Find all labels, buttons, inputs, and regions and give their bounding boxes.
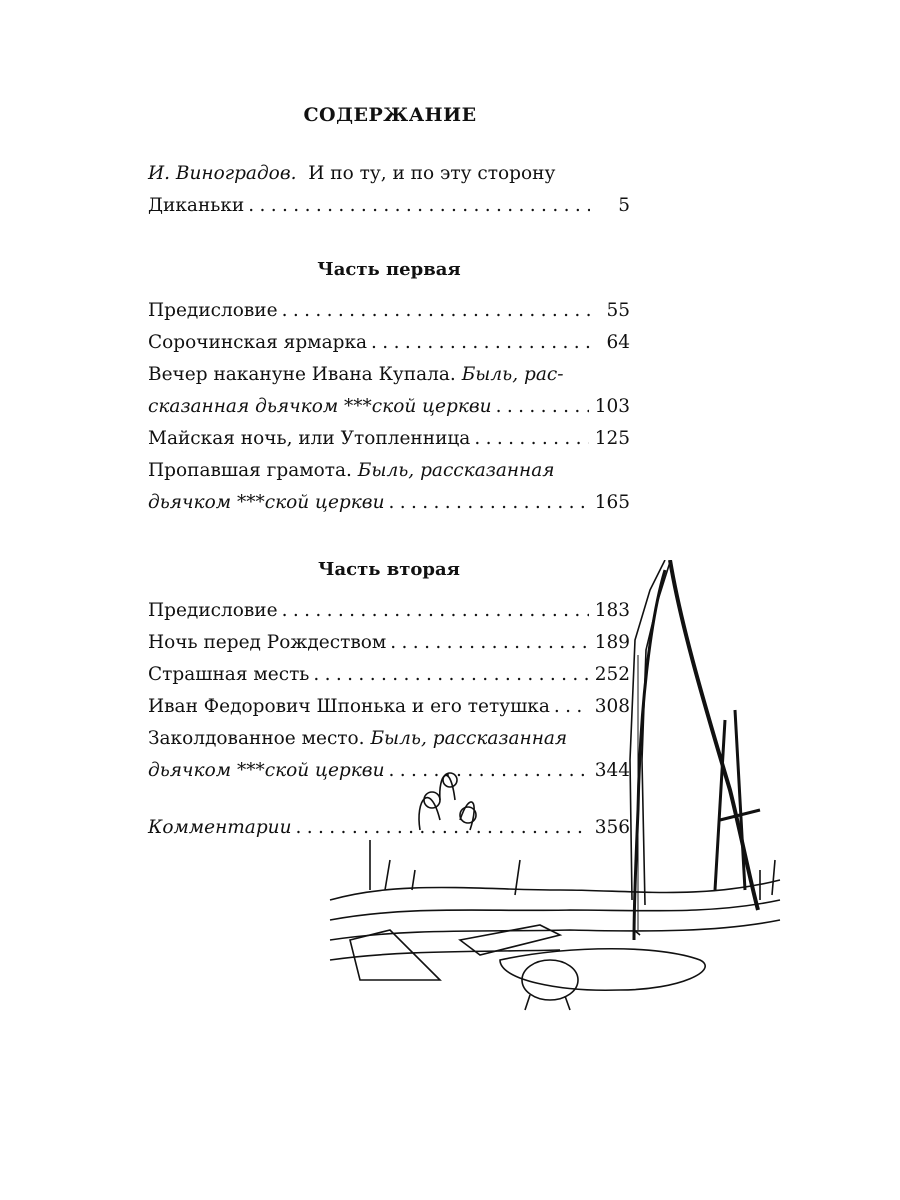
entry-title: Сорочинская ярмарка	[148, 332, 367, 353]
page-number: 252	[594, 664, 630, 685]
title-segment: И по ту, и по эту сторону	[296, 163, 556, 184]
entry-title: Иван Федорович Шпонька и его тетушка	[148, 696, 550, 717]
toc-entry-intro-line: Диканьки 5	[148, 195, 630, 225]
page-number: 64	[606, 332, 630, 353]
dot-leader	[388, 492, 588, 513]
entry-title: Страшная месть	[148, 664, 309, 685]
title-segment: Ночь перед Рождеством	[148, 632, 387, 653]
page-number: 165	[594, 492, 630, 513]
entry-title: Комментарии	[148, 817, 292, 838]
dot-leader	[474, 428, 588, 449]
entry-title: сказанная дьячком ***ской церкви	[148, 396, 492, 417]
entry-title: дьячком ***ской церкви	[148, 492, 384, 513]
title-segment: Комментарии	[148, 817, 292, 838]
title-segment: Сорочинская ярмарка	[148, 332, 368, 353]
title-segment: Пропавшая грамота.	[148, 460, 358, 481]
title-segment: Вечер накануне Ивана Купала.	[148, 364, 462, 385]
toc-entry-line: Иван Федорович Шпонька и его тетушка 308	[148, 696, 630, 726]
toc-entry-line: сказанная дьячком ***ской церкви 103	[148, 396, 630, 426]
toc-entry-line: Предисловие 55	[148, 300, 630, 330]
toc-entry-line: Сорочинская ярмарка 64	[148, 332, 630, 362]
toc-entry-line: Заколдованное место. Быль, рассказанная	[148, 728, 630, 758]
page-title: СОДЕРЖАНИЕ	[303, 104, 477, 126]
toc-entry-line: дьячком ***ской церкви 344	[148, 760, 630, 790]
page-number: 308	[594, 696, 630, 717]
part-heading: Часть первая	[317, 259, 461, 280]
title-segment: Заколдованное место.	[148, 728, 371, 749]
title-segment: Быль, рассказанная	[357, 460, 555, 481]
page-number: 125	[594, 428, 630, 449]
entry-title: Заколдованное место. Быль, рассказанная	[148, 728, 567, 749]
page-number: 55	[606, 300, 630, 321]
title-segment: сказанная дьячком ***ской церкви	[148, 396, 492, 417]
entry-title: Майская ночь, или Утопленница	[148, 428, 470, 449]
entry-title: Диканьки	[148, 195, 244, 216]
entry-title: Вечер накануне Ивана Купала. Быль, рас-	[148, 364, 563, 385]
toc-entry-line: дьячком ***ской церкви 165	[148, 492, 630, 522]
title-segment: Предисловие	[148, 600, 278, 621]
page-number: 183	[594, 600, 630, 621]
title-segment: дьячком ***ской церкви	[148, 492, 385, 513]
dot-leader	[371, 332, 590, 353]
page-number: 5	[618, 195, 630, 216]
page-number: 189	[594, 632, 630, 653]
toc-entry-intro-line: И. Виноградов. И по ту, и по эту сторону	[148, 163, 630, 193]
page-number: 356	[594, 817, 630, 838]
title-segment: Страшная месть	[148, 664, 310, 685]
title-segment: Быль, рас-	[461, 364, 564, 385]
well-sweep-illustration	[329, 560, 781, 1011]
entry-title: Пропавшая грамота. Быль, рассказанная	[148, 460, 555, 481]
dot-leader	[496, 396, 589, 417]
toc-entry-comments-line: Комментарии 356	[148, 817, 630, 847]
toc-entry-line: Предисловие 183	[148, 600, 630, 630]
toc-entry-line: Вечер накануне Ивана Купала. Быль, рас-	[148, 364, 630, 394]
toc-entry-line: Страшная месть 252	[148, 664, 630, 694]
title-segment: Быль, рассказанная	[370, 728, 568, 749]
toc-entry-line: Пропавшая грамота. Быль, рассказанная	[148, 460, 630, 490]
part-heading: Часть вторая	[318, 559, 460, 580]
entry-title: Предисловие	[148, 300, 278, 321]
entry-title: дьячком ***ской церкви	[148, 760, 384, 781]
dot-leader	[282, 300, 590, 321]
entry-title: Предисловие	[148, 600, 278, 621]
title-segment: Майская ночь, или Утопленница	[148, 428, 471, 449]
title-segment: И. Виноградов.	[148, 163, 297, 184]
toc-entry-line: Майская ночь, или Утопленница 125	[148, 428, 630, 458]
title-segment: Диканьки	[148, 195, 245, 216]
title-segment: дьячком ***ской церкви	[148, 760, 385, 781]
page-number: 344	[594, 760, 630, 781]
toc-entry-line: Ночь перед Рождеством 189	[148, 632, 630, 662]
entry-title: Ночь перед Рождеством	[148, 632, 386, 653]
dot-leader	[248, 195, 590, 216]
page-number: 103	[594, 396, 630, 417]
title-segment: Предисловие	[148, 300, 278, 321]
entry-title: И. Виноградов. И по ту, и по эту сторону	[148, 163, 555, 184]
title-segment: Иван Федорович Шпонька и его тетушка	[148, 696, 550, 717]
